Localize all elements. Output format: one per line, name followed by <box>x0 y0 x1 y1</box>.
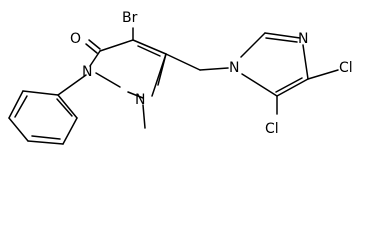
bond-c3-c4 <box>99 39 134 52</box>
bond-ph-6-inner <box>56 98 73 117</box>
bond-ph-2 <box>8 90 24 119</box>
atom-label-nitrogen-methyl: N <box>135 92 145 108</box>
bond-n1-methyl <box>142 104 146 129</box>
bond-ph-4 <box>27 140 64 145</box>
bond-ph-2-inner <box>14 95 28 118</box>
atom-label-oxygen: O <box>70 31 81 47</box>
bond-im-c5-n1 <box>241 73 278 97</box>
bond-ph-1 <box>22 90 59 96</box>
bond-c3-o-b <box>88 39 101 50</box>
bond-c4-c5 <box>132 39 167 55</box>
atom-label-nitrogen-imidazole-1: N <box>229 60 239 76</box>
atom-label-chlorine-1: Cl <box>339 60 353 76</box>
bond-im-n1-c2 <box>240 32 266 58</box>
bond-c4-cl <box>307 69 339 80</box>
bond-im-c2-n3-inner <box>265 37 298 43</box>
bond-ph-3 <box>8 117 29 142</box>
bond-im-n3-c4 <box>302 44 309 80</box>
bond-n1-n2 <box>95 72 121 88</box>
bond-n2-phenyl <box>57 74 87 96</box>
bond-im-c4-c5 <box>276 78 309 97</box>
bond-ch2-n <box>199 67 229 71</box>
bond-ph-5 <box>62 117 78 145</box>
bond-c5-ch2 <box>165 53 201 71</box>
bond-ph-6 <box>57 94 78 119</box>
molecule-diagram: O Br N N N N Cl Cl <box>8 10 353 145</box>
bond-im-c4-c5-inner <box>275 77 303 93</box>
bond-n1-c5-right <box>151 53 167 97</box>
bond-im-c2-n3 <box>264 32 301 39</box>
bond-c4-c5-inner <box>137 45 161 57</box>
atom-label-nitrogen-imidazole-3: N <box>298 31 308 47</box>
structure-drawing: O Br N N N N Cl Cl <box>8 10 353 145</box>
bond-n2-c3 <box>89 50 101 67</box>
atom-label-nitrogen-phenyl: N <box>82 64 92 80</box>
bond-c3-o-a <box>85 43 98 54</box>
atom-label-bromine: Br <box>122 10 138 26</box>
bond-n1-c5-left <box>127 91 144 99</box>
bond-ph-4-inner <box>31 135 61 140</box>
atom-label-chlorine-2: Cl <box>265 121 279 137</box>
